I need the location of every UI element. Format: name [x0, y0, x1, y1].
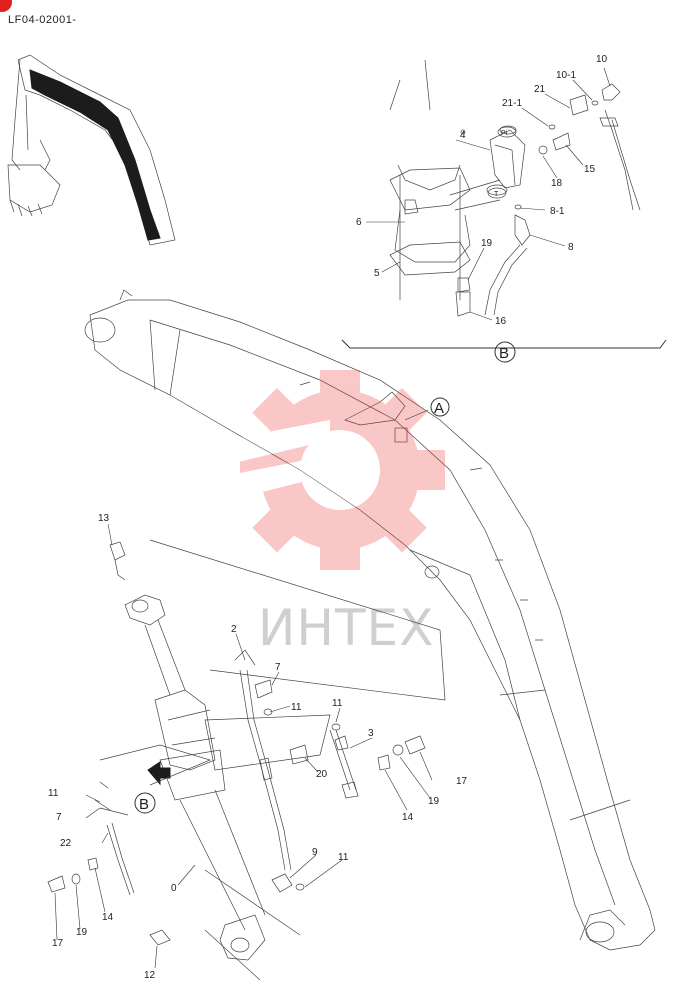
part-6: 6 [356, 217, 362, 228]
part-17: 17 [52, 938, 64, 949]
part-12: 12 [144, 970, 156, 981]
part-21-1: 21-1 [502, 98, 522, 109]
part-7: 7 [56, 812, 62, 823]
part-19: 19 [481, 238, 493, 249]
part-labels: 13 2 7 11 20 11 3 14 19 17 11 7 22 14 19… [48, 54, 608, 981]
cylinder-assembly [47, 539, 446, 981]
svg-text:T: T [494, 191, 499, 198]
page-code: LF04-02001- [8, 14, 77, 26]
part-8-1: 8-1 [550, 206, 565, 217]
detail-view-b [341, 59, 667, 349]
part-19: 19 [428, 796, 440, 807]
part-22: 22 [60, 838, 72, 849]
leader-lines [54, 67, 611, 969]
part-13: 13 [98, 513, 110, 524]
callout-b-detail: B [494, 341, 516, 363]
part-0: 0 [171, 883, 177, 894]
svg-text:B: B [139, 796, 149, 813]
part-7: 7 [275, 662, 281, 673]
part-3: 3 [368, 728, 374, 739]
boom-outline [84, 289, 656, 951]
part-18: 18 [551, 178, 563, 189]
part-14: 14 [102, 912, 114, 923]
part-4: 4 [460, 130, 466, 141]
part-16: 16 [495, 316, 507, 327]
part-10: 10 [596, 54, 608, 65]
svg-text:Pi: Pi [501, 130, 508, 137]
callout-a: A [430, 397, 450, 417]
svg-text:A: A [434, 400, 444, 417]
port-label-t: T [487, 187, 507, 199]
port-label-pi: Pi [497, 126, 517, 138]
excavator-thumbnail [7, 54, 176, 246]
part-11: 11 [338, 852, 349, 863]
part-8: 8 [568, 242, 574, 253]
part-17: 17 [456, 776, 468, 787]
part-10-1: 10-1 [556, 70, 576, 81]
part-15: 15 [584, 164, 596, 175]
part-11: 11 [332, 698, 343, 709]
part-21: 21 [534, 84, 546, 95]
part-14: 14 [402, 812, 414, 823]
corner-marker [0, 0, 12, 12]
part-11: 11 [291, 702, 302, 713]
part-11: 11 [48, 788, 59, 799]
watermark-text: ИНТЕХ [258, 599, 434, 657]
part-2: 2 [231, 624, 237, 635]
callout-b-cylinder: B [134, 792, 156, 814]
intech-watermark-logo [200, 370, 445, 570]
part-9: 9 [312, 847, 318, 858]
part-5: 5 [374, 268, 380, 279]
part-20: 20 [316, 769, 328, 780]
part-19: 19 [76, 927, 88, 938]
svg-text:B: B [499, 345, 509, 362]
